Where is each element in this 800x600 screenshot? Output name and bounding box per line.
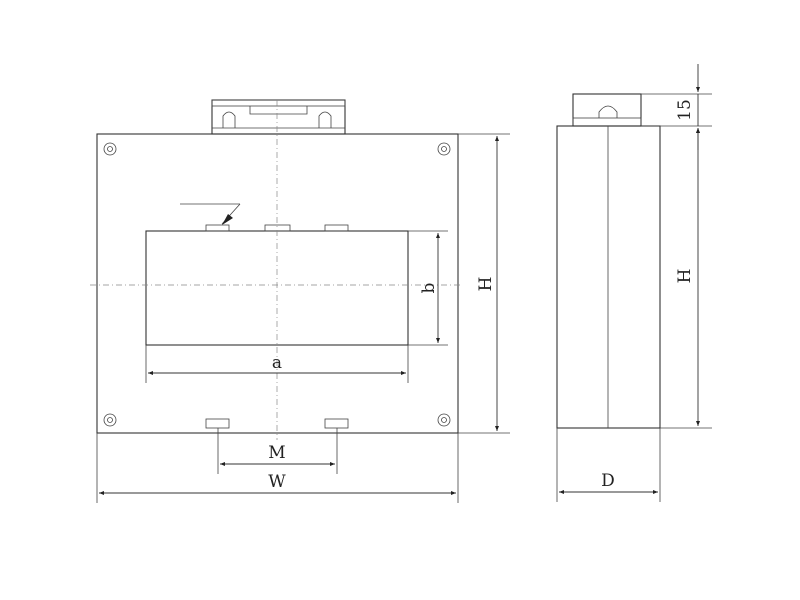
side-terminal-block (572, 93, 642, 127)
label-15: 15 (675, 99, 695, 121)
dimension-b: b (408, 230, 448, 346)
label-b: b (419, 282, 439, 293)
label-d: D (601, 471, 615, 491)
mounting-holes (103, 142, 451, 427)
dimension-h-side: H (660, 128, 712, 429)
dimension-h-front: H (458, 133, 510, 434)
label-h-front: H (476, 277, 496, 292)
front-body-outline (96, 133, 459, 434)
dimension-d: D (556, 428, 661, 502)
label-m: M (268, 443, 285, 463)
dimension-w: W (96, 433, 459, 503)
label-h-side: H (675, 269, 695, 284)
label-w: W (268, 472, 286, 492)
dimension-a: a (145, 345, 409, 383)
dimension-15: 15 (641, 64, 712, 150)
dimension-m: M (217, 428, 338, 474)
side-body-outline (556, 125, 661, 429)
polarity-leader (180, 203, 241, 225)
front-view (90, 99, 462, 440)
side-view (556, 93, 661, 429)
bottom-mount-slots (205, 418, 349, 429)
label-a: a (272, 353, 282, 373)
top-terminal-block (211, 99, 346, 135)
